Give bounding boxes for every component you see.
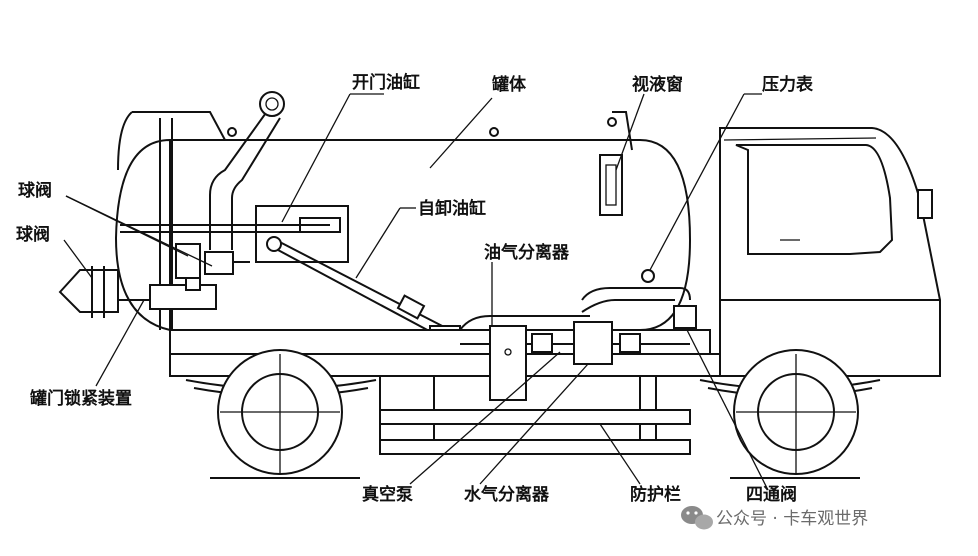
label-ball-valve-lower: 球阀: [16, 224, 50, 245]
label-vacuum-pump: 真空泵: [362, 484, 413, 505]
rear-outlet: [58, 266, 150, 318]
guard-rail-drawing: [379, 409, 691, 455]
truck-cab: [719, 127, 941, 377]
label-door-cylinder: 开门油缸: [352, 72, 420, 93]
label-oil-gas-separator: 油气分离器: [484, 242, 570, 263]
label-guard-rail: 防护栏: [630, 484, 681, 505]
label-four-way-valve: 四通阀: [746, 484, 797, 505]
watermark: 公众号 · 卡车观世界: [681, 506, 868, 530]
labels: 开门油缸 罐体 视液窗 压力表 球阀 球阀 自卸油缸 油气分离器 罐门锁紧装置 …: [16, 72, 814, 505]
rear-wheel: [217, 349, 343, 475]
intake-pipe: [120, 91, 330, 250]
label-pressure-gauge: 压力表: [762, 74, 814, 95]
watermark-text: 公众号 · 卡车观世界: [716, 509, 868, 529]
front-wheel: [733, 349, 859, 475]
ball-valve-assembly: [149, 243, 250, 310]
leader-lines: [63, 93, 769, 491]
label-water-gas-separator: 水气分离器: [464, 484, 550, 505]
oil-gas-separator-box: [489, 325, 527, 401]
water-gas-separator-box: [573, 321, 613, 365]
label-tank-body: 罐体: [491, 74, 527, 95]
four-way-valve-box: [673, 305, 697, 329]
label-ball-valve-upper: 球阀: [18, 180, 52, 201]
wechat-icon: [681, 506, 713, 530]
label-dump-cylinder: 自卸油缸: [418, 198, 486, 219]
label-door-lock-device: 罐门锁紧装置: [29, 388, 132, 409]
label-sight-window: 视液窗: [632, 74, 683, 95]
